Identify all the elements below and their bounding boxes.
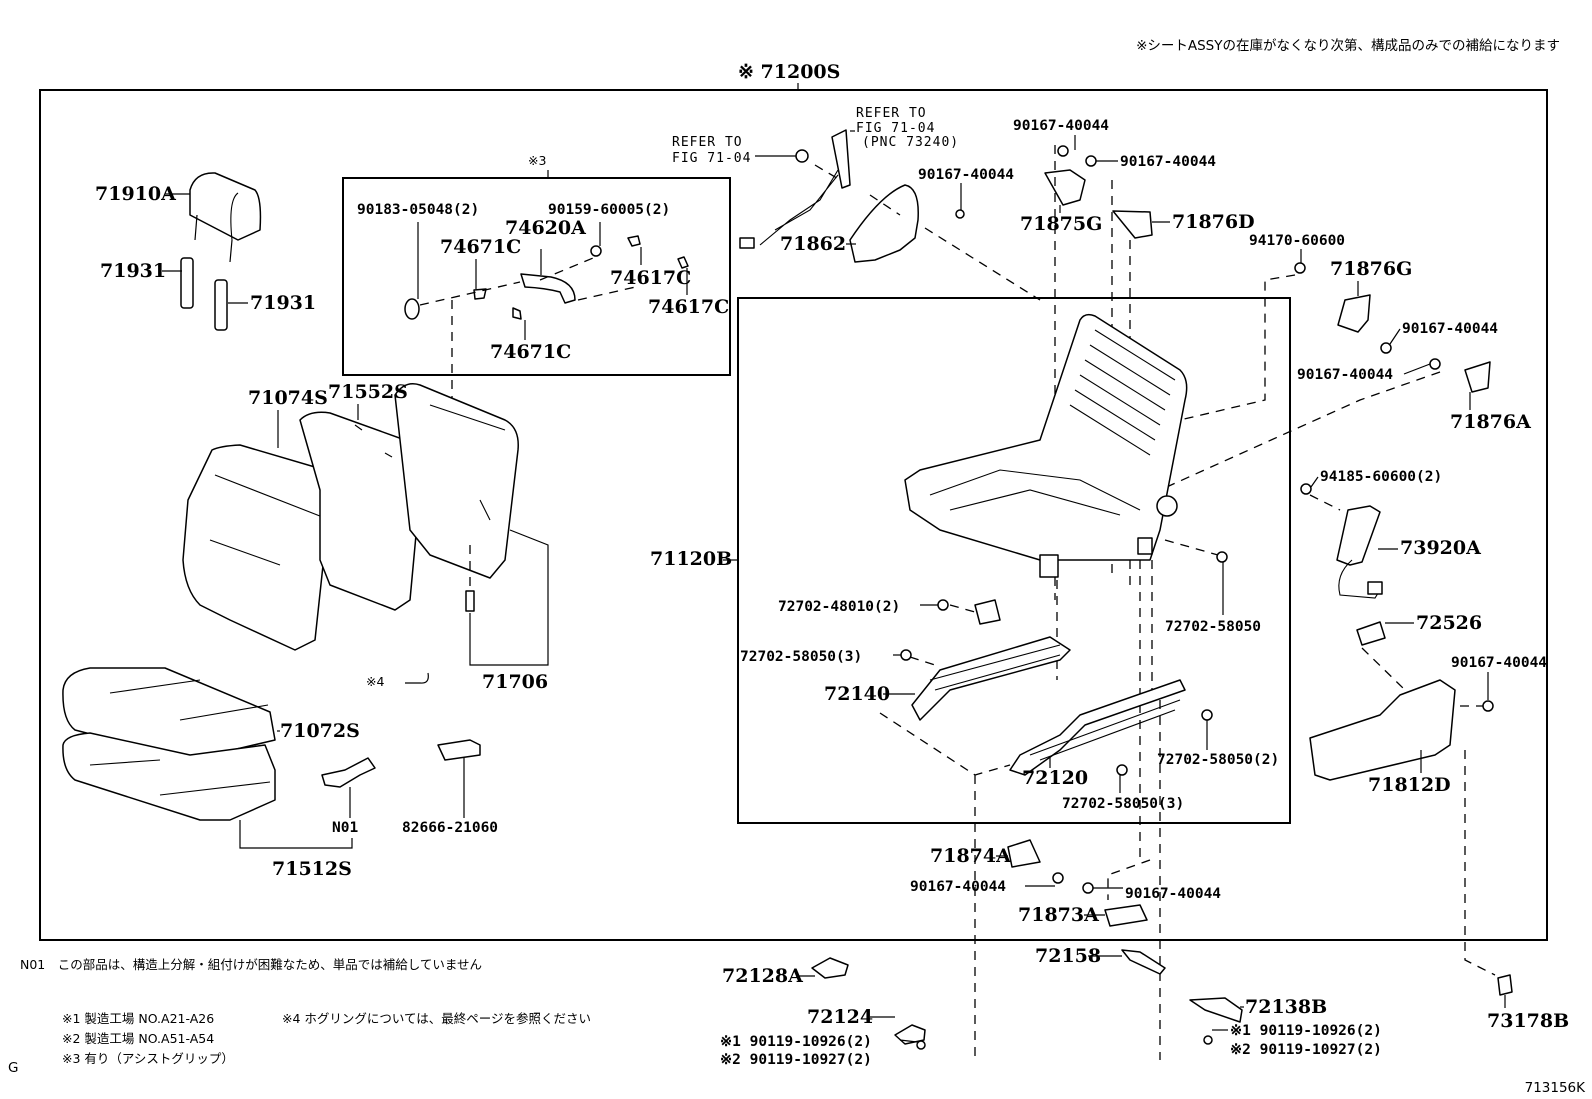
bracket-71512s	[239, 820, 353, 849]
leader-90167-e	[1403, 363, 1431, 375]
label-bolt-a1-left[interactable]: ※1 90119-10926(2)	[720, 1034, 872, 1050]
label-bolt-a1-right[interactable]: ※1 90119-10926(2)	[1230, 1023, 1382, 1039]
label-94185-60600[interactable]: 94185-60600(2)	[1320, 469, 1442, 485]
label-71875g[interactable]: 71875G	[1020, 213, 1102, 235]
label-72526[interactable]: 72526	[1416, 612, 1482, 634]
assembly-label[interactable]: ※ 71200S	[738, 61, 840, 83]
label-90167-40044-f[interactable]: 90167-40044	[1451, 655, 1547, 671]
label-72702-58050-single[interactable]: 72702-58050	[1165, 619, 1261, 635]
refer-note-1-line1: REFER TO	[672, 135, 743, 150]
label-73920a[interactable]: 73920A	[1400, 537, 1481, 559]
label-90183-05048[interactable]: 90183-05048(2)	[357, 202, 479, 218]
label-71876a[interactable]: 71876A	[1450, 411, 1531, 433]
label-hog-ring[interactable]: ※4	[366, 674, 384, 689]
leader-94185	[1310, 476, 1319, 488]
label-71074s[interactable]: 71074S	[248, 387, 328, 409]
label-72702-58050-3b[interactable]: 72702-58050(3)	[1062, 796, 1184, 812]
footnote-2: ※2 製造工場 NO.A51-A54	[62, 1031, 214, 1046]
label-71876g[interactable]: 71876G	[1330, 258, 1412, 280]
label-71552s[interactable]: 71552S	[328, 381, 408, 403]
footnote-n01: N01 この部品は、構造上分解・組付けが困難なため、単品では補給していません	[20, 957, 482, 972]
label-90167-40044-h[interactable]: 90167-40044	[1125, 886, 1221, 902]
label-74617c-1[interactable]: 74617C	[610, 267, 691, 289]
label-71931-2[interactable]: 71931	[250, 292, 316, 314]
label-71910a[interactable]: 71910A	[95, 183, 176, 205]
label-90167-40044-b[interactable]: 90167-40044	[1013, 118, 1109, 134]
footnote-1: ※1 製造工場 NO.A21-A26	[62, 1011, 214, 1026]
label-n01[interactable]: N01	[332, 820, 358, 836]
label-72124[interactable]: 72124	[807, 1006, 873, 1028]
lower-covers-drawing	[811, 839, 1243, 1050]
label-90167-40044-a[interactable]: 90167-40044	[918, 167, 1014, 183]
cushion-drawing	[62, 667, 481, 821]
label-71862[interactable]: 71862	[780, 233, 846, 255]
label-71812d[interactable]: 71812D	[1368, 774, 1451, 796]
label-71120b[interactable]: 71120B	[650, 548, 732, 570]
seatback-drawing	[182, 383, 519, 651]
label-bolt-a2-right[interactable]: ※2 90119-10927(2)	[1230, 1042, 1382, 1058]
label-94170-60600[interactable]: 94170-60600	[1249, 233, 1345, 249]
refer-note-2-line3: (PNC 73240)	[862, 135, 959, 150]
label-74671c-2[interactable]: 74671C	[490, 341, 571, 363]
assist-grip-box	[342, 177, 731, 376]
label-72140[interactable]: 72140	[824, 683, 890, 705]
label-71873a[interactable]: 71873A	[1018, 904, 1099, 926]
figure-id: 713156K	[1525, 1080, 1587, 1096]
label-73178b[interactable]: 73178B	[1487, 1010, 1569, 1032]
label-72128a[interactable]: 72128A	[722, 965, 803, 987]
label-90167-40044-d[interactable]: 90167-40044	[1402, 321, 1498, 337]
seat-frame-drawing	[904, 313, 1228, 860]
assembly-frame	[39, 89, 1548, 941]
label-72158[interactable]: 72158	[1035, 945, 1101, 967]
assist-grip-drawing	[404, 235, 689, 420]
leader-bolt-left	[899, 1039, 918, 1043]
side-parts-drawing	[1300, 483, 1513, 996]
headrest-drawing	[180, 172, 262, 331]
refer-note-1-line2[interactable]: FIG 71-04	[672, 151, 751, 166]
label-90159-60005[interactable]: 90159-60005(2)	[548, 202, 670, 218]
subassembly-marker: ※3	[528, 153, 546, 168]
refer-note-2-line1: REFER TO	[856, 106, 927, 121]
label-71512s[interactable]: 71512S	[272, 858, 352, 880]
label-72702-58050-2[interactable]: 72702-58050(2)	[1157, 752, 1279, 768]
supply-note: ※シートASSYの在庫がなくなり次第、構成品のみでの補給になります	[1136, 37, 1560, 54]
label-74617c-2[interactable]: 74617C	[648, 296, 729, 318]
hog-ring-icon	[405, 672, 429, 684]
footnote-3: ※3 有り（アシストグリップ）	[62, 1051, 234, 1066]
label-90167-40044-g[interactable]: 90167-40044	[910, 879, 1006, 895]
seat-adjuster-drawing	[879, 599, 1213, 1060]
label-71706[interactable]: 71706	[482, 671, 548, 693]
refer-note-2-line2[interactable]: FIG 71-04	[856, 121, 935, 136]
label-74671c-1[interactable]: 74671C	[440, 236, 521, 258]
label-74620a[interactable]: 74620A	[505, 217, 586, 239]
label-72120[interactable]: 72120	[1022, 767, 1088, 789]
label-90167-40044-c[interactable]: 90167-40044	[1120, 154, 1216, 170]
page-mark: G	[8, 1060, 18, 1076]
label-82666-21060[interactable]: 82666-21060	[402, 820, 498, 836]
label-72702-58050-3a[interactable]: 72702-58050(3)	[740, 649, 862, 665]
label-bolt-a2-left[interactable]: ※2 90119-10927(2)	[720, 1052, 872, 1068]
label-72138b[interactable]: 72138B	[1245, 996, 1327, 1018]
label-71876d[interactable]: 71876D	[1172, 211, 1255, 233]
leader-90167-d	[1389, 328, 1401, 345]
label-71874a[interactable]: 71874A	[930, 845, 1011, 867]
belt-buckle-drawing	[739, 129, 1041, 301]
bracket-71706	[469, 529, 549, 666]
footnote-4: ※4 ホグリングについては、最終ページを参照ください	[282, 1011, 591, 1026]
label-71931-1[interactable]: 71931	[100, 260, 166, 282]
label-72702-48010[interactable]: 72702-48010(2)	[778, 599, 900, 615]
label-90167-40044-e[interactable]: 90167-40044	[1297, 367, 1393, 383]
label-71072s[interactable]: 71072S	[280, 720, 360, 742]
